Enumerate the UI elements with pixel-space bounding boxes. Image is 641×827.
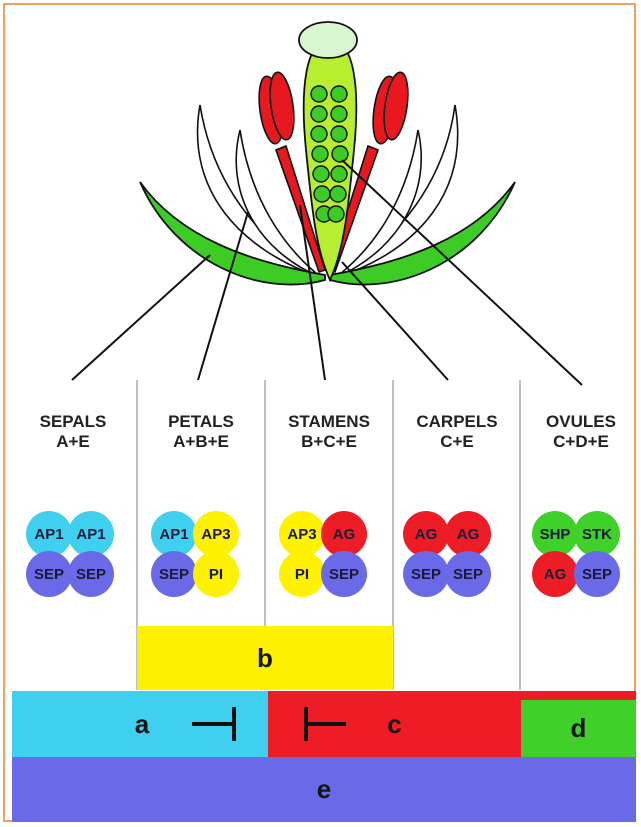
protein-circle: SEP <box>445 551 491 597</box>
protein-circle: SEP <box>403 551 449 597</box>
band-d-class: d <box>521 700 636 757</box>
band-label-b: b <box>257 643 273 674</box>
ovule <box>313 166 329 182</box>
protein-complex-carpels: AG AG SEP SEP <box>403 511 493 601</box>
band-label-e: e <box>317 774 331 805</box>
protein-complex-ovules: SHP STK AG SEP <box>532 511 622 601</box>
column-heading-carpels: CARPELS C+E <box>394 412 520 452</box>
flower-illustration <box>0 0 641 400</box>
ovule <box>311 86 327 102</box>
ovule <box>312 146 328 162</box>
organ-label: PETALS <box>138 412 264 432</box>
organ-label: SEPALS <box>10 412 136 432</box>
formula-label: A+B+E <box>138 432 264 452</box>
protein-circle: AG <box>532 551 578 597</box>
column-heading-ovules: OVULES C+D+E <box>518 412 641 452</box>
inhibition-stem <box>304 722 346 726</box>
organ-label: STAMENS <box>266 412 392 432</box>
ovule <box>331 106 347 122</box>
organ-label: CARPELS <box>394 412 520 432</box>
band-c-class-extension <box>521 691 636 700</box>
ovule <box>331 126 347 142</box>
formula-label: A+E <box>10 432 136 452</box>
band-label-a: a <box>135 709 149 740</box>
protein-circle: SEP <box>68 551 114 597</box>
ovule <box>330 186 346 202</box>
ovule <box>328 206 344 222</box>
band-e-class: e <box>12 757 636 822</box>
protein-complex-petals: AP1 AP3 SEP PI <box>151 511 241 601</box>
ovule <box>314 186 330 202</box>
protein-circle: SEP <box>151 551 197 597</box>
ovule <box>332 146 348 162</box>
ovule <box>311 106 327 122</box>
protein-complex-stamens: AP3 AG PI SEP <box>279 511 369 601</box>
pointer-sepals <box>72 255 210 380</box>
inhibition-bar <box>232 707 236 741</box>
protein-circle: PI <box>279 551 325 597</box>
ovule <box>331 166 347 182</box>
protein-circle: PI <box>193 551 239 597</box>
formula-label: B+C+E <box>266 432 392 452</box>
band-label-d: d <box>571 713 587 744</box>
column-heading-petals: PETALS A+B+E <box>138 412 264 452</box>
column-heading-stamens: STAMENS B+C+E <box>266 412 392 452</box>
column-heading-sepals: SEPALS A+E <box>10 412 136 452</box>
organ-label: OVULES <box>518 412 641 432</box>
protein-circle: SEP <box>26 551 72 597</box>
formula-label: C+D+E <box>518 432 641 452</box>
band-label-c: c <box>387 709 401 740</box>
formula-label: C+E <box>394 432 520 452</box>
protein-circle: SEP <box>321 551 367 597</box>
ovule <box>311 126 327 142</box>
protein-circle: SEP <box>574 551 620 597</box>
ovule <box>331 86 347 102</box>
protein-complex-sepals: AP1 AP1 SEP SEP <box>26 511 116 601</box>
band-b-class: b <box>137 626 393 690</box>
stigma <box>299 22 357 58</box>
inhibition-stem <box>192 722 234 726</box>
